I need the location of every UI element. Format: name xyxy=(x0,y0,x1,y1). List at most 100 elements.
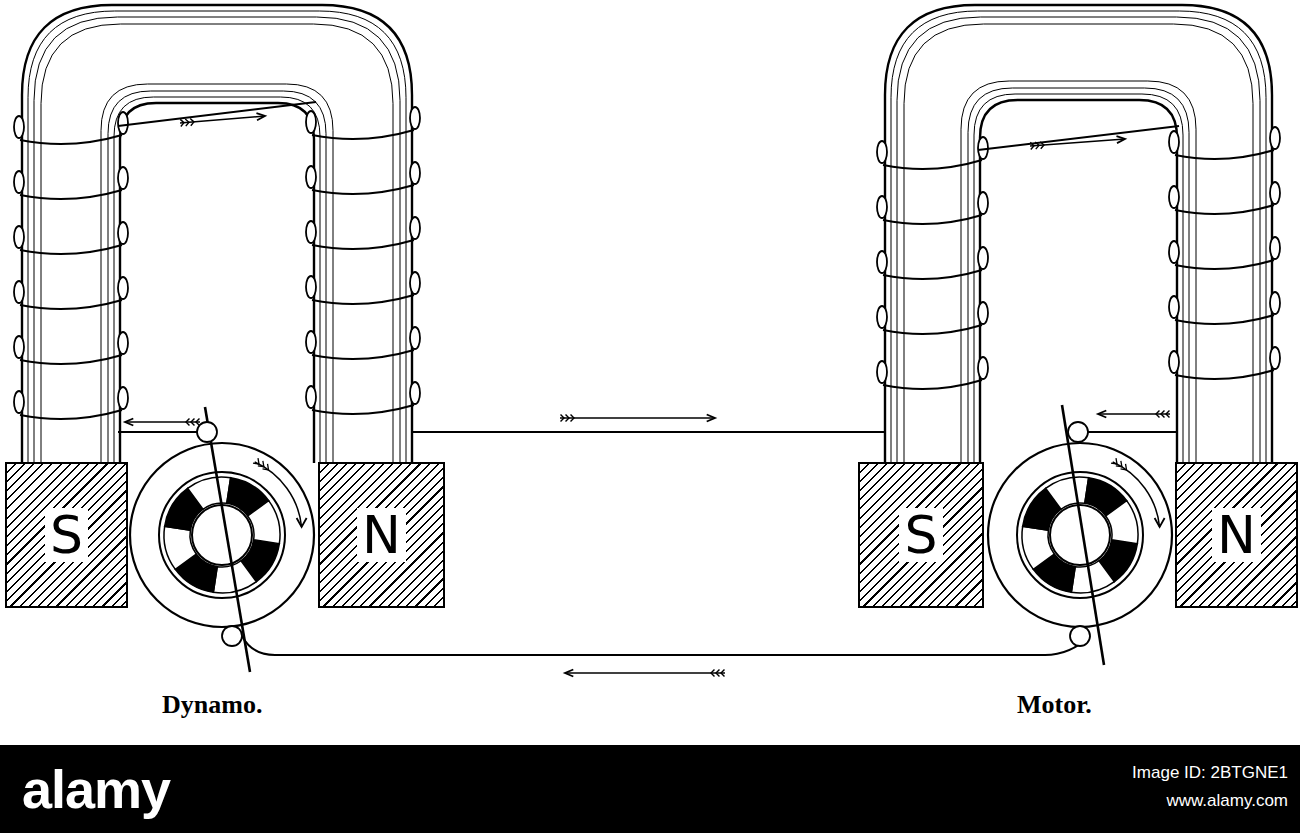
brush xyxy=(1070,626,1090,646)
coil-winding xyxy=(312,295,414,304)
coil-loop xyxy=(118,167,128,189)
pole-letter: S xyxy=(45,508,88,563)
magnet-shading-line xyxy=(34,17,400,463)
caption-label: Dynamo. xyxy=(162,690,262,720)
arrow-head xyxy=(256,113,265,120)
magnet-shading-line xyxy=(980,100,1177,463)
arrow-fletching xyxy=(716,669,719,676)
coil-loop xyxy=(306,111,316,133)
wire xyxy=(242,636,1090,655)
magnet-shading-line xyxy=(114,97,320,463)
coil-loop xyxy=(14,336,24,358)
coil-loop xyxy=(410,272,420,294)
arrow-fletching xyxy=(561,414,564,421)
arrow-fletching xyxy=(1111,458,1117,464)
wire xyxy=(118,431,197,433)
coil-loop xyxy=(978,302,988,324)
coil-winding xyxy=(1175,205,1274,214)
pole-piece: S xyxy=(5,462,128,608)
brush xyxy=(197,422,217,442)
watermark-logo: alamy xyxy=(22,758,170,820)
magnet-shading-line xyxy=(961,81,1196,463)
coil-loop xyxy=(877,196,887,218)
coil-winding xyxy=(1175,260,1274,269)
pole-letter: S xyxy=(899,508,942,563)
coil-loop xyxy=(118,387,128,409)
coil-loop xyxy=(877,306,887,328)
coil-loop xyxy=(1270,347,1280,369)
rotation-arrow xyxy=(1113,462,1160,527)
coil-loop xyxy=(306,221,316,243)
coil-loop xyxy=(118,222,128,244)
coil-loop xyxy=(978,247,988,269)
coil-loop xyxy=(877,251,887,273)
coil-loop xyxy=(118,112,128,134)
coil-loop xyxy=(1169,131,1179,153)
pole-piece: S xyxy=(858,462,984,608)
magnet-shading-line xyxy=(897,17,1260,463)
arrow-fletching xyxy=(1166,410,1169,417)
watermark-url: www.alamy.com xyxy=(1166,791,1288,811)
coil-loop xyxy=(1270,292,1280,314)
coil-winding xyxy=(312,185,414,194)
arrow-fletching xyxy=(1040,142,1044,149)
coil-loop xyxy=(14,281,24,303)
brush xyxy=(1068,422,1088,442)
rotation-arrow xyxy=(255,462,302,527)
arrow-fletching xyxy=(1121,464,1127,470)
armature-disc xyxy=(988,443,1172,627)
current-arrow xyxy=(565,672,725,674)
coil-winding xyxy=(20,410,122,419)
arrow-fletching xyxy=(196,418,199,425)
magnet-shading-line xyxy=(904,24,1253,463)
coil-loop xyxy=(410,162,420,184)
arrow-fletching xyxy=(571,414,574,421)
arrow-fletching xyxy=(186,418,189,425)
armature-ring xyxy=(1017,472,1143,598)
coil-loop xyxy=(410,217,420,239)
arrow-fletching xyxy=(263,464,269,470)
coil-winding xyxy=(312,240,414,249)
coil-loop xyxy=(1169,186,1179,208)
coil-loop xyxy=(14,171,24,193)
arrow-fletching xyxy=(1156,410,1159,417)
current-arrow xyxy=(180,116,265,123)
coil-loop xyxy=(118,332,128,354)
coil-loop xyxy=(1169,351,1179,373)
brush xyxy=(222,626,242,646)
coil-winding xyxy=(1175,150,1274,159)
arrow-fletching xyxy=(1035,142,1039,149)
coil-loop xyxy=(410,382,420,404)
coil-winding xyxy=(20,300,122,309)
coil-loop xyxy=(978,192,988,214)
coil-winding xyxy=(20,355,122,364)
arrow-fletching xyxy=(191,418,194,425)
magnet-shading-line xyxy=(22,5,412,463)
coil-winding xyxy=(883,215,982,224)
armature-ring xyxy=(159,472,285,598)
coil-loop xyxy=(1169,241,1179,263)
current-arrow xyxy=(1098,413,1170,415)
arrow-fletching xyxy=(185,119,189,126)
coil-loop xyxy=(306,331,316,353)
arrow-head xyxy=(297,518,307,527)
coil-winding xyxy=(312,130,414,139)
armature-disc xyxy=(130,443,314,627)
coil-loop xyxy=(14,391,24,413)
pole-piece: N xyxy=(1175,462,1298,608)
magnet-shading-line xyxy=(891,11,1266,463)
coil-loop xyxy=(877,141,887,163)
coil-loop xyxy=(1270,182,1280,204)
magnet-body xyxy=(885,5,1272,463)
arrow-head xyxy=(707,414,715,421)
arrow-head xyxy=(1155,518,1165,527)
caption-label: Motor. xyxy=(1017,690,1092,720)
coil-loop xyxy=(1270,127,1280,149)
coil-loop xyxy=(14,226,24,248)
arrow-head xyxy=(565,669,573,676)
arrow-head xyxy=(1116,136,1125,143)
watermark-bar xyxy=(0,745,1300,833)
coil-crossing-wire xyxy=(978,126,1179,150)
magnet-shading-line xyxy=(885,5,1272,463)
coil-winding xyxy=(20,190,122,199)
